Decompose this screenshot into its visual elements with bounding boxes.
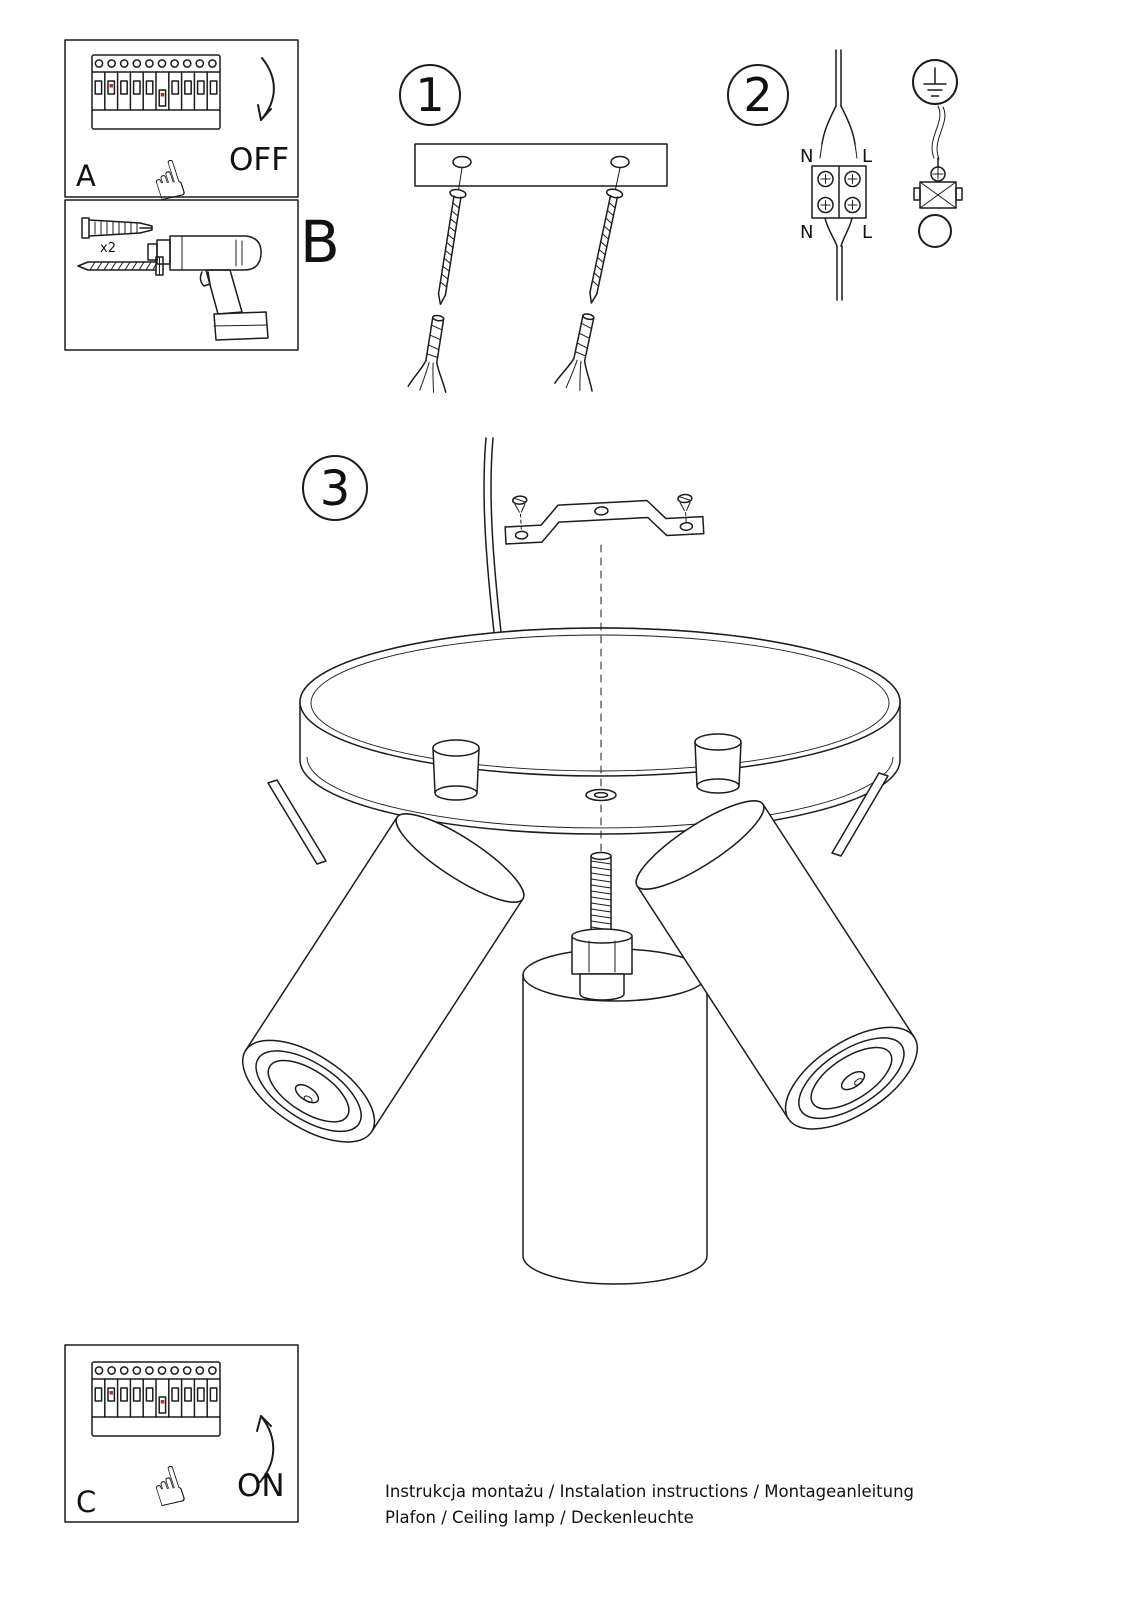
screw-icon (77, 256, 164, 276)
step-3-section: 3 (225, 437, 935, 1285)
footer-line-1: Instrukcja montażu / Instalation instruc… (385, 1482, 914, 1501)
mains-wire-bottom (824, 217, 853, 301)
socket-left (432, 739, 480, 801)
terminal-block (811, 165, 867, 219)
mounting-plate (414, 143, 668, 187)
step-1-section: 1 (399, 64, 668, 395)
panel-c-box: ☝ C ON (64, 1344, 299, 1523)
socket-right (694, 733, 742, 794)
mounting-bracket (504, 493, 705, 545)
on-arrow-icon (256, 1415, 275, 1483)
step-2-badge (727, 64, 789, 126)
panel-b-label: B (300, 208, 340, 276)
wall-plug-icon (81, 217, 153, 239)
step-2-section: 2 N L N L (727, 49, 963, 301)
label-l-bottom: L (862, 222, 872, 243)
anchor-quantity-label: x2 (100, 241, 116, 256)
panel-a-label: A (76, 159, 96, 193)
breaker-panel-icon (91, 1361, 221, 1437)
ground-clamp (913, 157, 963, 248)
label-n-bottom: N (800, 222, 813, 243)
tilt-arm-left (267, 779, 327, 865)
drill-icon (147, 235, 269, 341)
cover-washer (585, 788, 617, 802)
ceiling-canopy (299, 627, 901, 835)
off-arrow-icon (257, 57, 275, 121)
bracket-screw-left (512, 495, 528, 532)
tilt-arm-right (831, 772, 889, 857)
step-3-number: 3 (320, 461, 351, 517)
earth-wire (931, 105, 946, 160)
on-label: ON (237, 1468, 285, 1504)
panel-b-box: x2 B (64, 199, 340, 351)
label-n-top: N (800, 146, 813, 167)
label-l-top: L (862, 146, 872, 167)
threaded-rod (590, 851, 612, 937)
step-2-number: 2 (743, 68, 772, 122)
mains-wire-top (819, 49, 858, 159)
earth-symbol-icon (912, 59, 958, 105)
bracket-screw-right (677, 493, 693, 523)
off-label: OFF (229, 142, 289, 178)
step-3-badge (302, 455, 368, 521)
panel-c-label: C (76, 1485, 96, 1519)
footer-line-2: Plafon / Ceiling lamp / Deckenleuchte (385, 1508, 694, 1527)
step-1-number: 1 (415, 68, 444, 122)
step-1-badge (399, 64, 461, 126)
hex-nut (571, 928, 633, 1001)
breaker-panel-icon (91, 54, 221, 130)
pendant-wire (483, 437, 502, 633)
spotlight-center (522, 948, 708, 1285)
